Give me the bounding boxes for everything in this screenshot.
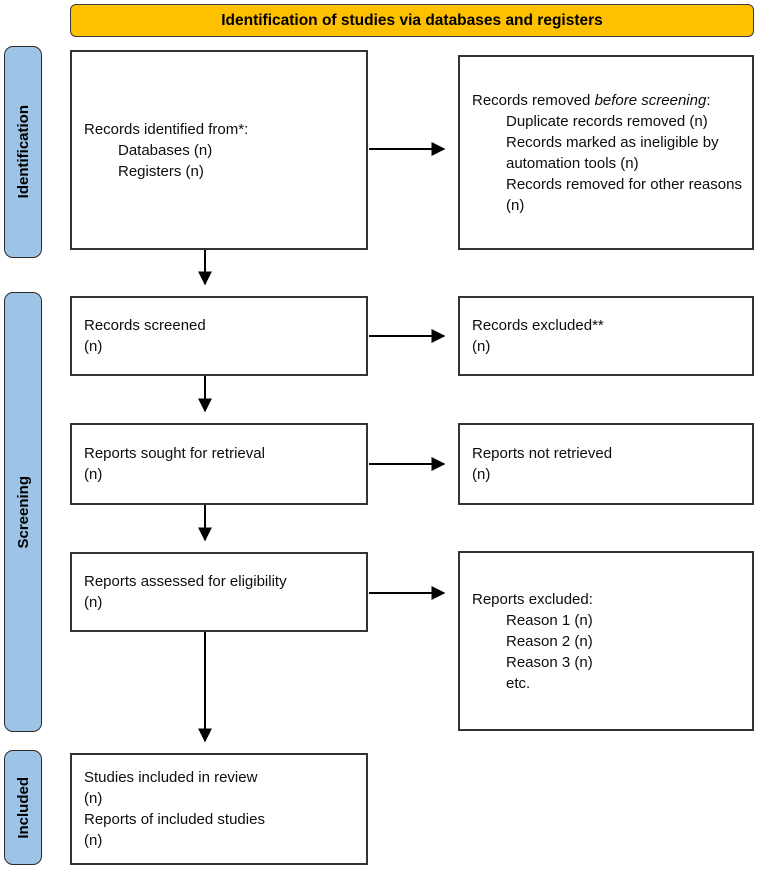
diagram-title-banner: Identification of studies via databases … — [70, 4, 754, 37]
box-line: (n) — [472, 338, 491, 355]
box-title-italic: before screening — [594, 91, 707, 109]
reports-not-retrieved-box: Reports not retrieved (n) — [458, 423, 754, 505]
box-title-colon: : — [706, 91, 711, 109]
box-title: Reports excluded: — [472, 590, 593, 608]
records-identified-box: Records identified from*: Databases (n) … — [70, 50, 368, 250]
box-item: etc. — [506, 674, 531, 692]
box-item: Records removed for other reasons (n) — [506, 175, 742, 214]
diagram-title: Identification of studies via databases … — [221, 11, 603, 29]
reports-assessed-box: Reports assessed for eligibility (n) — [70, 552, 368, 632]
phase-identification: Identification — [4, 46, 42, 258]
box-line: Reports assessed for eligibility — [84, 573, 287, 590]
records-removed-box: Records removed before screening: Duplic… — [458, 55, 754, 250]
box-line: (n) — [84, 790, 103, 807]
box-line: Reports of included studies — [84, 811, 265, 828]
box-line: (n) — [84, 832, 103, 849]
box-line: (n) — [84, 338, 103, 355]
records-screened-box: Records screened (n) — [70, 296, 368, 376]
phase-screening: Screening — [4, 292, 42, 732]
box-item: Duplicate records removed (n) — [506, 112, 708, 130]
box-line: Studies included in review — [84, 769, 258, 786]
box-line: (n) — [84, 466, 103, 483]
box-title-text: Records removed — [472, 91, 595, 109]
box-line: (n) — [472, 466, 491, 483]
studies-included-box: Studies included in review (n) Reports o… — [70, 753, 368, 865]
box-item: Reason 1 (n) — [506, 611, 593, 629]
box-item: Reason 3 (n) — [506, 653, 593, 671]
phase-identification-label: Identification — [14, 105, 32, 199]
box-line: Records screened — [84, 317, 206, 334]
box-item: Records marked as ineligible by automati… — [506, 133, 719, 172]
phase-included: Included — [4, 750, 42, 865]
box-title: Records removed before screening: — [472, 90, 744, 111]
box-item: Registers (n) — [118, 162, 204, 180]
records-excluded-box: Records excluded** (n) — [458, 296, 754, 376]
box-line: Reports sought for retrieval — [84, 445, 265, 462]
phase-included-label: Included — [14, 776, 32, 839]
reports-sought-box: Reports sought for retrieval (n) — [70, 423, 368, 505]
box-line: Records excluded** — [472, 317, 604, 334]
box-line: (n) — [84, 594, 103, 611]
box-line: Reports not retrieved — [472, 445, 613, 462]
box-item: Databases (n) — [118, 141, 213, 159]
box-item: Reason 2 (n) — [506, 632, 593, 650]
phase-screening-label: Screening — [14, 475, 32, 549]
reports-excluded-box: Reports excluded: Reason 1 (n) Reason 2 … — [458, 551, 754, 731]
box-title: Records identified from*: — [84, 120, 249, 138]
